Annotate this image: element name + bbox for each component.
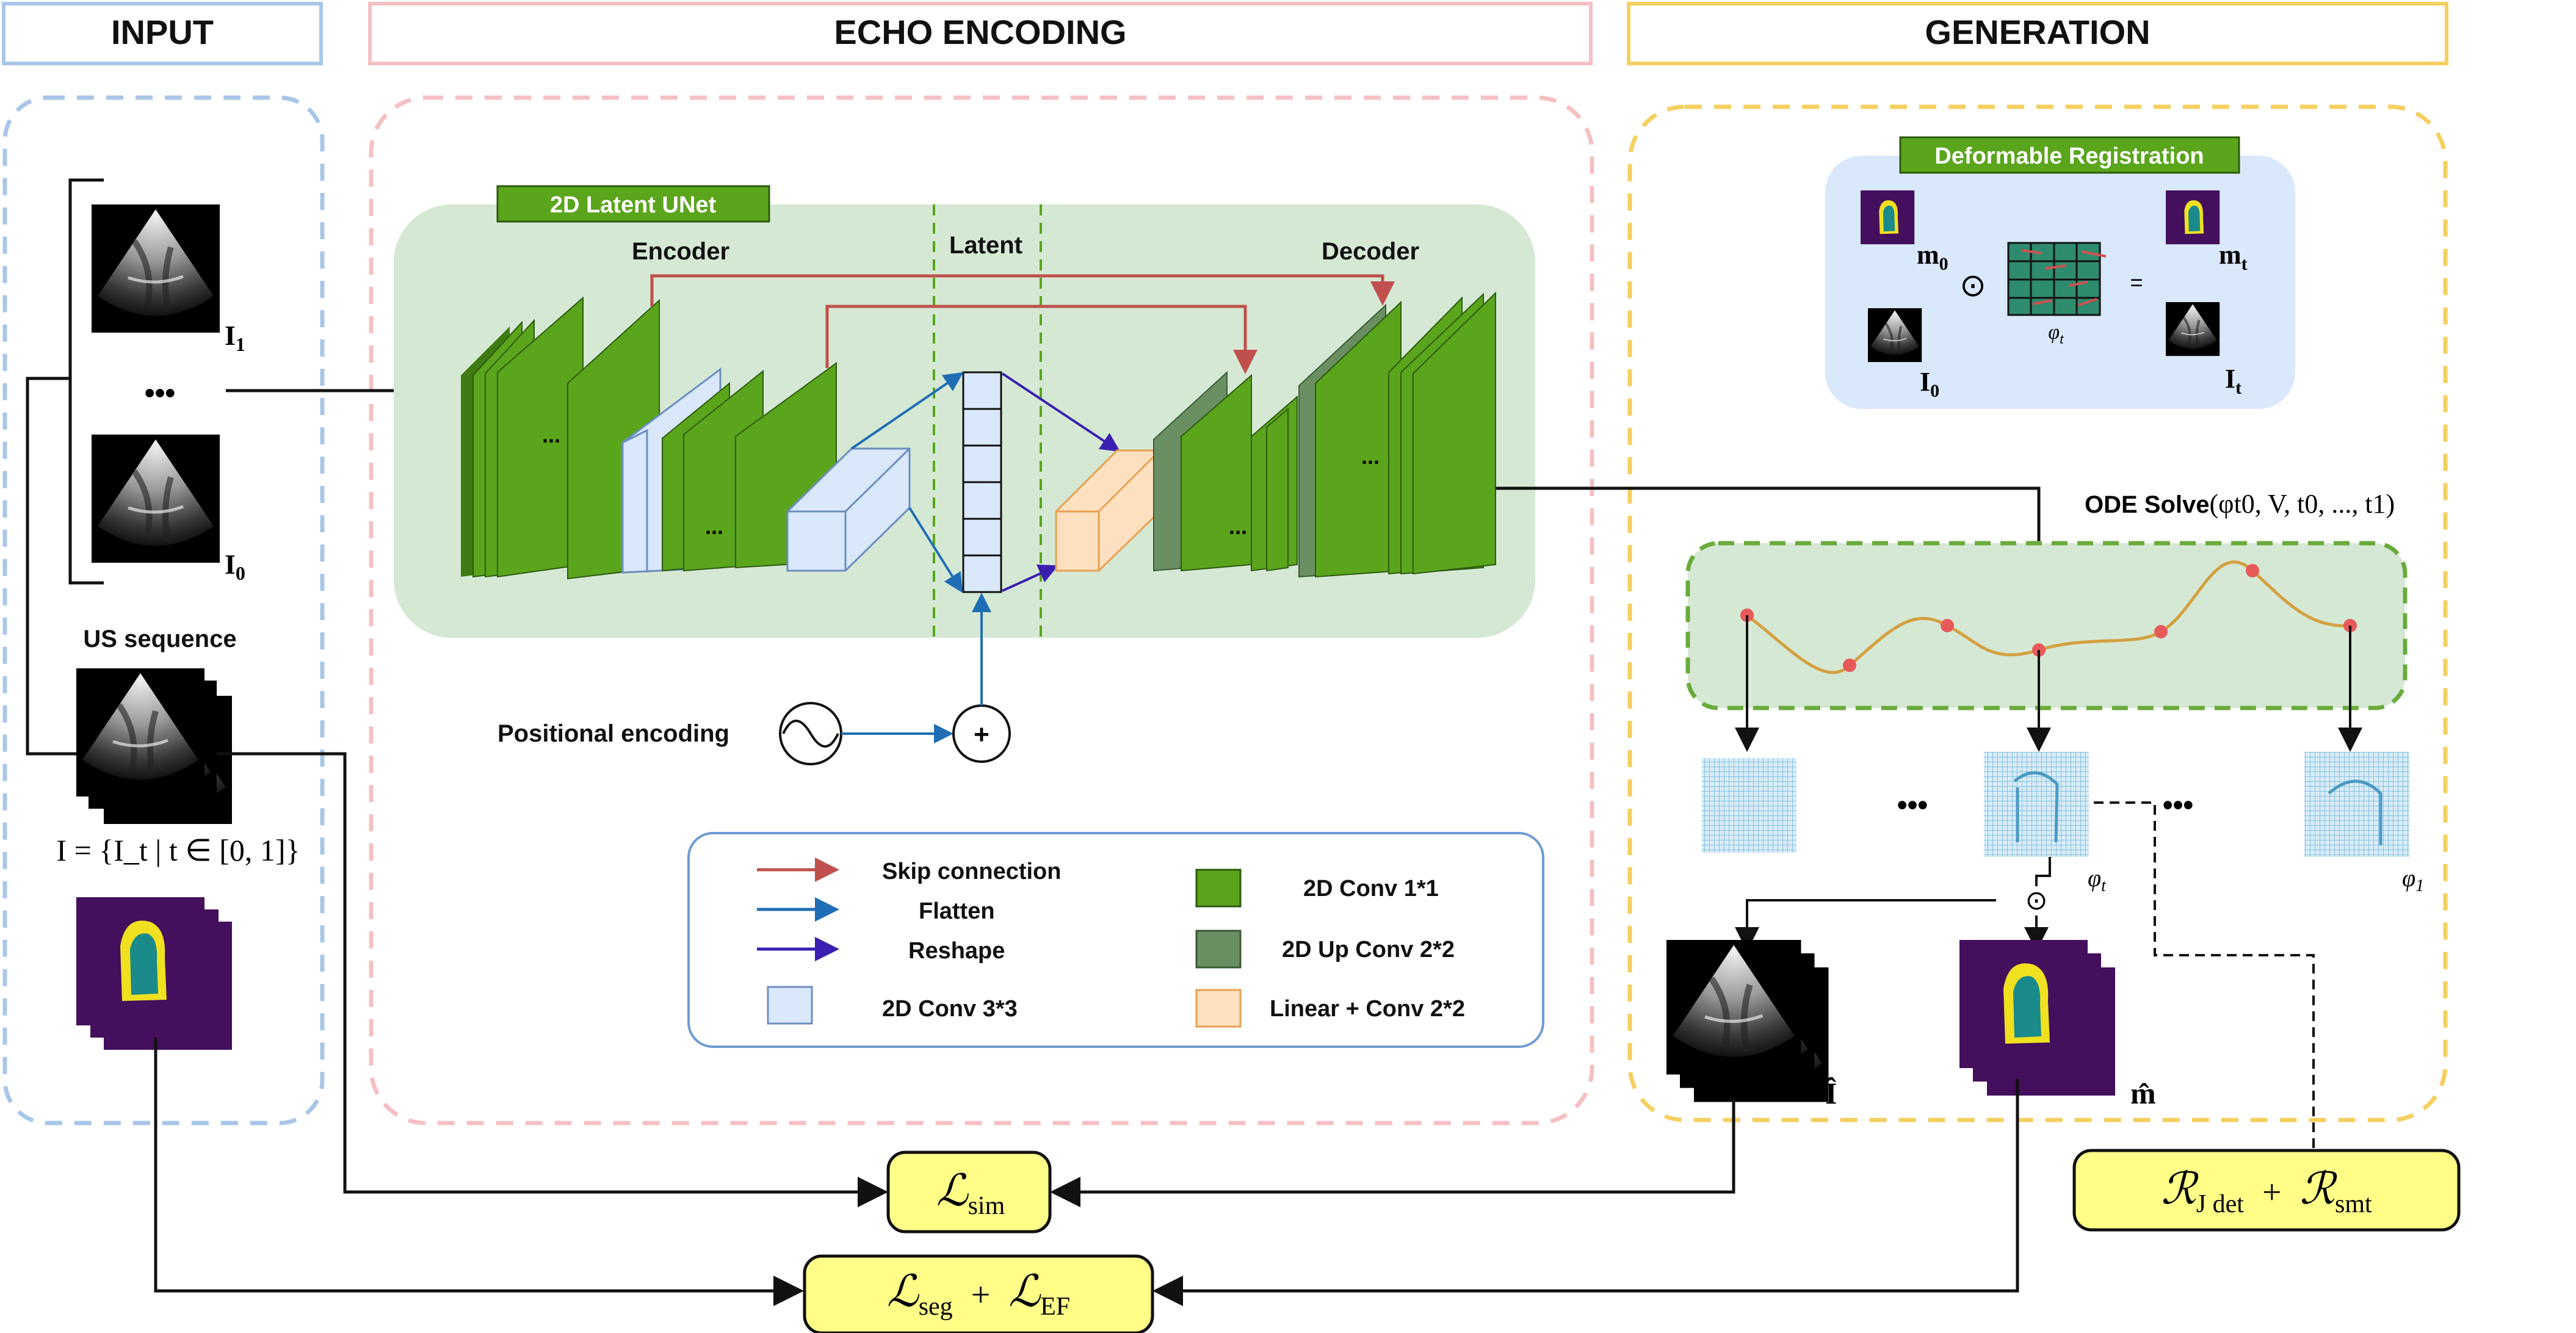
input-header-box — [2, 2, 323, 65]
encoder-conv-stack-1 — [461, 296, 660, 580]
legend-upconv-label: 2D Up Conv 2*2 — [1282, 937, 1455, 963]
registration-title-box — [1899, 136, 2240, 174]
unet-to-ode-line — [1496, 486, 2041, 543]
registration-title: Deformable Registration — [1934, 143, 2204, 169]
loss-seg-ef: ℒseg+ℒEF — [887, 1267, 1070, 1321]
legend-flatten-label: Flatten — [919, 898, 995, 924]
encoder-dots-2: ... — [705, 514, 723, 539]
generated-to-sim-arrow — [1050, 1099, 1735, 1207]
decoder-label: Decoder — [1322, 238, 1419, 265]
m0-label: m0 — [1917, 240, 1948, 274]
grid-to-odot-line — [2035, 857, 2051, 886]
grid-to-reg-dashed — [2094, 801, 2315, 1151]
frame-0-label: I0 — [225, 549, 245, 584]
us-stack-front — [76, 668, 204, 797]
legend-conv11-label: 2D Conv 1*1 — [1303, 876, 1439, 901]
odot-operator: ⊙ — [1959, 268, 1986, 303]
reshape-arrow-2 — [1002, 565, 1058, 592]
encoder-dots-1: ... — [542, 422, 560, 447]
us-sequence-label: US sequence — [83, 626, 236, 652]
mt-label: mt — [2219, 240, 2248, 274]
reshape-arrow-1 — [1001, 372, 1121, 452]
echo-encoding-panel — [369, 95, 1594, 1125]
It-label: It — [2225, 364, 2241, 398]
deformation-grid-0 — [1702, 758, 1796, 853]
deformation-grid-1 — [2304, 752, 2409, 857]
mask-to-seg-arrow — [154, 1038, 804, 1306]
equals-sign: = — [2130, 270, 2143, 295]
echo-encoding-header-box — [368, 2, 1593, 65]
input-panel — [2, 95, 325, 1125]
I-hat-label: Î — [1825, 1076, 1837, 1110]
reg-loss: ℛJ det+ℛsmt — [2161, 1165, 2372, 1218]
legend-upconv-swatch — [1195, 930, 1242, 969]
generation-header-box — [1627, 2, 2448, 65]
generated-mask-to-seg-arrow — [1152, 1079, 2019, 1306]
frame-1-label: I1 — [225, 320, 245, 355]
unet-title: 2D Latent UNet — [550, 192, 717, 218]
grid-ellipsis-2: ••• — [2163, 789, 2193, 822]
latent-label: Latent — [949, 232, 1022, 259]
legend: Skip connection Flatten Reshape 2D Conv … — [757, 858, 1465, 1028]
mask-mt-image — [2166, 190, 2220, 245]
frame-ellipsis: ••• — [145, 377, 175, 410]
input-sequence: I1 ••• I0 US sequence I = {I_t | t ∈ [0,… — [26, 178, 300, 1050]
legend-conv33-swatch — [767, 986, 813, 1025]
us-It-image — [2166, 302, 2220, 356]
phi-t-label: φt — [2048, 321, 2064, 347]
ode-trajectory-panel — [1685, 541, 2408, 710]
echo-encoding-header: ECHO ENCODING — [834, 13, 1126, 51]
legend-conv11-swatch — [1195, 869, 1242, 908]
decoder-dots-1: ... — [1229, 514, 1247, 539]
I0-label: I0 — [1920, 367, 1939, 401]
deformation-grid-t — [1984, 752, 2089, 857]
reg-loss-box — [2072, 1149, 2461, 1232]
legend-reshape-label: Reshape — [908, 938, 1005, 964]
generation-header: GENERATION — [1925, 13, 2150, 51]
encoder-label: Encoder — [632, 238, 729, 265]
deformation-field-icon — [2007, 242, 2107, 316]
legend-box — [687, 832, 1544, 1048]
odot-to-image-arrow — [1735, 899, 1996, 952]
set-formula: I = {I_t | t ∈ [0, 1]} — [56, 833, 300, 867]
us-to-sim-arrow — [217, 752, 888, 1207]
ode-solve-label: ODE Solve(φt0, V, t0, ..., t1) — [2085, 489, 2395, 519]
positional-encoding-label: Positional encoding — [497, 720, 729, 747]
frame-image-0 — [92, 435, 220, 563]
frame-image-1 — [92, 204, 220, 333]
add-symbol: + — [974, 720, 990, 750]
mask-m0-image — [1861, 190, 1915, 245]
odot-apply: ⊙ — [2025, 886, 2048, 916]
phi-1-label: φ1 — [2402, 864, 2424, 895]
generated-mask-front — [1959, 940, 2088, 1068]
positional-encoding-icon — [779, 702, 842, 765]
decoder-stack-2 — [1298, 291, 1496, 578]
legend-linear-swatch — [1195, 989, 1242, 1028]
skip-connection-inner — [825, 305, 1257, 374]
latent-vector — [962, 371, 1002, 593]
m-hat-label: m̂ — [2130, 1076, 2156, 1110]
unet-title-box — [496, 185, 770, 223]
mask-stack-front — [76, 897, 204, 1025]
us-I0-image — [1868, 308, 1922, 362]
loss-sim: ℒsim — [936, 1166, 1005, 1220]
skip-connection-outer — [650, 274, 1395, 306]
flatten-arrow-1 — [850, 372, 964, 450]
generation-panel — [1627, 104, 2448, 1122]
grid-ellipsis-1: ••• — [1897, 789, 1928, 822]
phi-t-grid-label: φt — [2088, 864, 2107, 895]
decoder-dots-2: ... — [1361, 444, 1380, 469]
flatten-arrow-2 — [908, 507, 963, 593]
legend-linear-label: Linear + Conv 2*2 — [1270, 996, 1465, 1022]
legend-conv33-label: 2D Conv 3*3 — [882, 996, 1018, 1022]
input-header: INPUT — [111, 13, 214, 51]
decoder-stack-1 — [1153, 370, 1298, 572]
generated-us-front — [1666, 940, 1801, 1075]
registration-content: m0 I0 ⊙ φt = mt It — [1861, 190, 2248, 401]
legend-skip-label: Skip connection — [882, 859, 1061, 884]
